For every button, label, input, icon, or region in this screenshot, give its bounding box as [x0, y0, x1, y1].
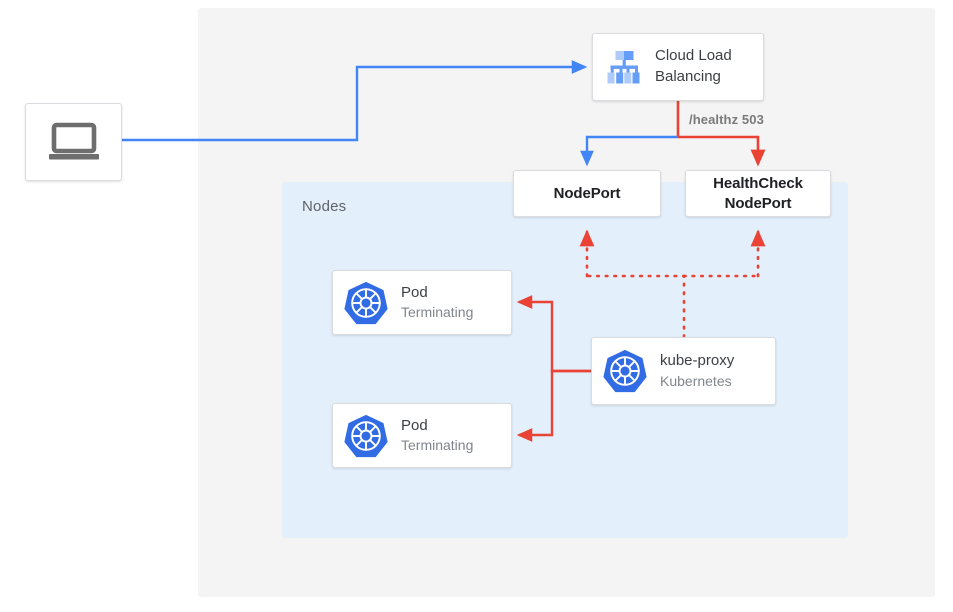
healthcheck-nodeport-label-line1: HealthCheck: [713, 174, 803, 192]
kubernetes-icon: [343, 280, 389, 326]
client-node[interactable]: [25, 103, 122, 181]
laptop-icon: [46, 121, 102, 163]
pod-1-title: Pod: [401, 283, 428, 301]
healthcheck-nodeport-label: HealthCheck NodePort: [713, 174, 803, 214]
nodeport-node[interactable]: NodePort: [513, 170, 661, 217]
pod-1-label-block: Pod Terminating: [401, 283, 473, 323]
pod-2-title: Pod: [401, 416, 428, 434]
pod-2-label-block: Pod Terminating: [401, 416, 473, 456]
kubernetes-icon: [602, 348, 648, 394]
cloud-load-balancing-node[interactable]: Cloud Load Balancing: [592, 33, 764, 101]
kube-proxy-title: kube-proxy: [660, 352, 735, 370]
cloud-load-balancing-title-line2: Balancing: [655, 68, 721, 85]
nodeport-label: NodePort: [553, 184, 621, 202]
kube-proxy-label-block: kube-proxy Kubernetes: [660, 351, 734, 391]
healthz-edge-label: /healthz 503: [689, 112, 764, 127]
pod-node-1[interactable]: Pod Terminating: [332, 270, 512, 335]
cloud-load-balancing-icon: [603, 48, 643, 86]
cloud-load-balancing-title-line1: Cloud Load: [655, 47, 732, 65]
pod-node-2[interactable]: Pod Terminating: [332, 403, 512, 468]
kube-proxy-node[interactable]: kube-proxy Kubernetes: [591, 337, 776, 405]
nodes-region-label: Nodes: [302, 198, 347, 215]
pod-1-status: Terminating: [401, 304, 474, 321]
cloud-load-balancing-label-block: Cloud Load Balancing: [655, 46, 732, 87]
kubernetes-icon: [343, 413, 389, 459]
healthcheck-nodeport-label-line2: NodePort: [724, 194, 792, 212]
pod-2-status: Terminating: [401, 437, 474, 454]
healthcheck-nodeport-node[interactable]: HealthCheck NodePort: [685, 170, 831, 217]
kube-proxy-subtitle: Kubernetes: [660, 372, 732, 389]
